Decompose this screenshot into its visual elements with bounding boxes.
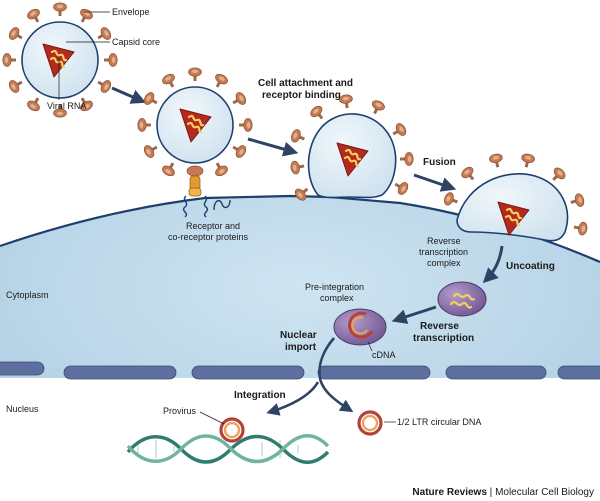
label-receptor-line2: co-receptor proteins bbox=[168, 232, 249, 242]
label-envelope: Envelope bbox=[112, 7, 150, 17]
label-reverse-transcription-line1: Reverse bbox=[420, 321, 459, 332]
arrow-approach bbox=[111, 86, 147, 104]
arrow-reverse-transcription bbox=[391, 305, 437, 324]
label-nuclear-import-line2: import bbox=[285, 342, 317, 353]
receptor-icon bbox=[182, 165, 231, 218]
label-receptor-line1: Receptor and bbox=[186, 221, 240, 231]
circular-dna-icon bbox=[357, 410, 383, 436]
label-fusion: Fusion bbox=[423, 157, 456, 168]
circular-dna-icon bbox=[219, 417, 245, 443]
label-provirus: Provirus bbox=[163, 406, 197, 416]
leader-line-cdna bbox=[367, 341, 373, 352]
label-nuclear-import-line1: Nuclear bbox=[280, 330, 317, 341]
label-viral-rna: Viral RNA bbox=[47, 101, 86, 111]
footer-section: Molecular Cell Biology bbox=[495, 487, 594, 498]
label-rtc-line1: Reverse bbox=[427, 236, 461, 246]
nucleus-region bbox=[0, 378, 600, 501]
arrow-integration bbox=[266, 381, 320, 416]
nuclear-envelope bbox=[0, 361, 600, 380]
label-rtc-line3: complex bbox=[427, 258, 461, 268]
label-cell-attachment-line1: Cell attachment and bbox=[258, 78, 353, 89]
footer-journal: Nature Reviews bbox=[412, 487, 487, 498]
label-cytoplasm: Cytoplasm bbox=[6, 290, 49, 300]
virion-icon bbox=[442, 152, 589, 242]
virion-icon bbox=[289, 93, 414, 203]
leader-lines-virion1 bbox=[58, 11, 110, 100]
label-rtc-line2: transcription bbox=[419, 247, 468, 257]
label-ltr-circular-dna: 1/2 LTR circular DNA bbox=[397, 417, 481, 427]
label-integration: Integration bbox=[234, 390, 286, 401]
dna-helix-icon bbox=[126, 434, 330, 464]
pic-icon bbox=[333, 308, 387, 346]
arrow-uncoating bbox=[482, 245, 504, 284]
leader-line-provirus bbox=[199, 411, 225, 425]
label-pic-line1: Pre-integration bbox=[305, 282, 364, 292]
footer-separator: | bbox=[487, 487, 495, 498]
footer-credit: Nature Reviews | Molecular Cell Biology bbox=[412, 487, 594, 498]
label-capsid-core: Capsid core bbox=[112, 37, 160, 47]
arrow-fusion bbox=[413, 173, 457, 192]
label-nucleus: Nucleus bbox=[6, 404, 39, 414]
label-cell-attachment-line2: receptor binding bbox=[262, 90, 341, 101]
label-cdna: cDNA bbox=[372, 350, 396, 360]
virion-icon bbox=[2, 2, 118, 118]
label-uncoating: Uncoating bbox=[506, 261, 555, 272]
rtc-icon bbox=[437, 281, 487, 317]
arrow-attachment bbox=[247, 137, 299, 157]
label-reverse-transcription-line2: transcription bbox=[413, 333, 474, 344]
label-pic-line2: complex bbox=[320, 293, 354, 303]
arrow-nuclear-import bbox=[318, 337, 354, 413]
virion-icon bbox=[137, 67, 253, 179]
